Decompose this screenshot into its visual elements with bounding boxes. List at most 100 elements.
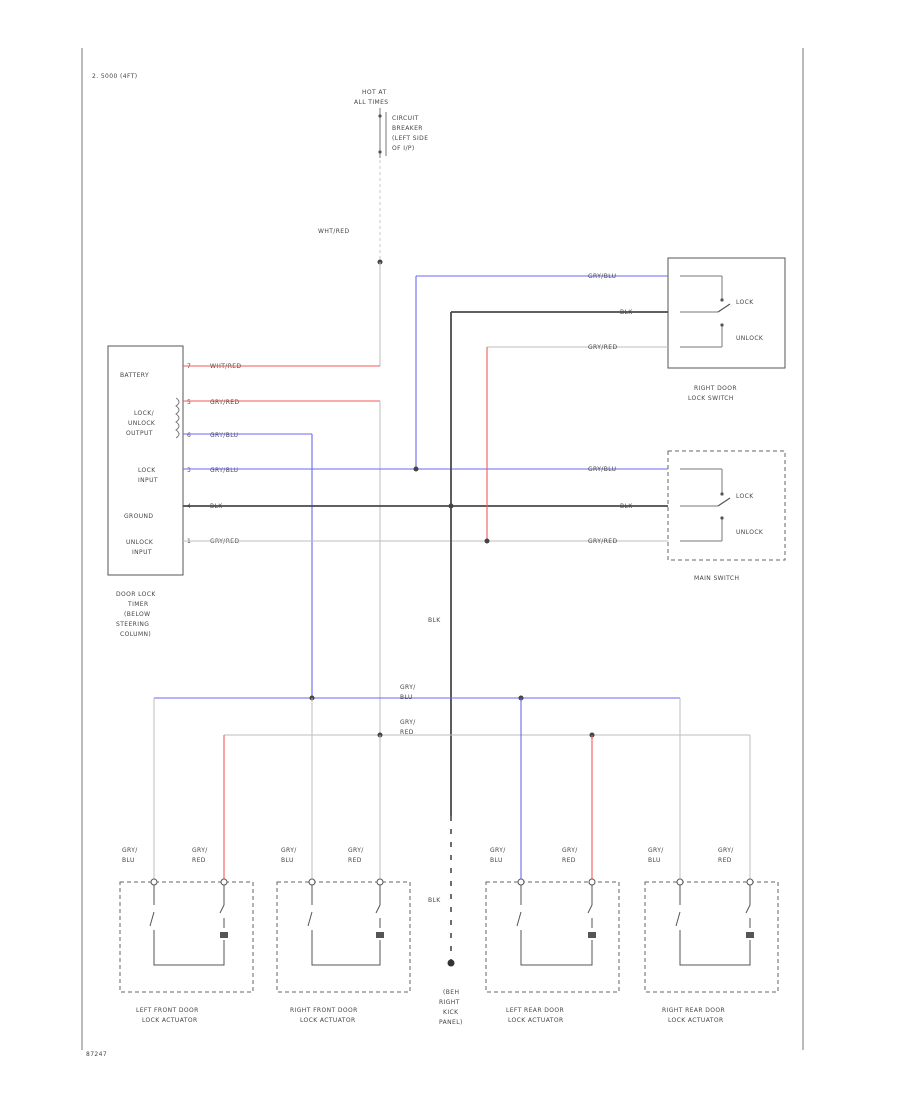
terminal-b xyxy=(376,878,384,886)
actuator-wire-a-1: GRY/ xyxy=(122,847,138,854)
timer-box xyxy=(107,345,184,576)
actuator-wire-a-2: BLU xyxy=(648,857,661,864)
blue-bus-label-2: BLU xyxy=(400,694,413,701)
right-switch-label-unlock: UNLOCK xyxy=(736,335,764,342)
ground-trunk-label: BLK xyxy=(428,617,441,624)
red-bus-label-1: GRY/ xyxy=(400,719,416,726)
right-switch-label-lock: LOCK xyxy=(736,299,754,306)
actuator-solenoid xyxy=(220,932,228,938)
ground-splice-1 xyxy=(448,503,454,509)
actuator-left-rear: GRY/ BLU GRY/ RED LEFT REAR DOOR LOCK AC… xyxy=(485,847,620,1024)
timer-pin-lock-unlock-2: UNLOCK xyxy=(128,420,156,427)
timer-pin-battery: BATTERY xyxy=(120,372,149,379)
wire-label-gry-red-out: GRY/RED xyxy=(210,399,240,406)
actuator-box xyxy=(119,881,254,993)
main-switch-wire-red: GRY/RED xyxy=(588,538,618,545)
breaker-label-2: BREAKER xyxy=(392,125,423,132)
ground-label-lower: BLK xyxy=(428,897,441,904)
actuator-solenoid xyxy=(588,932,596,938)
right-switch-box xyxy=(667,257,786,369)
actuator-caption-2: LOCK ACTUATOR xyxy=(300,1017,356,1024)
right-switch-pin-1 xyxy=(720,298,724,302)
actuator-caption-2: LOCK ACTUATOR xyxy=(142,1017,198,1024)
actuator-wire-a-1: GRY/ xyxy=(648,847,664,854)
actuator-wire-a-1: GRY/ xyxy=(490,847,506,854)
blue-bus-label-1: GRY/ xyxy=(400,684,416,691)
main-switch-pin-2 xyxy=(720,516,724,520)
terminal-a xyxy=(308,878,316,886)
actuator-wire-a-2: BLU xyxy=(122,857,135,864)
timer-caption-4: STEERING xyxy=(116,621,149,628)
breaker-terminal-bottom xyxy=(378,150,382,154)
feed-wire-label: WHT/RED xyxy=(318,228,350,235)
timer-wires: 7 WHT/RED 5 GRY/RED 6 GRY/BLU 3 GRY/BLU … xyxy=(183,363,668,735)
timer-output-bracket xyxy=(175,397,180,439)
main-switch-label-lock: LOCK xyxy=(736,493,754,500)
ground-caption-3: KICK xyxy=(443,1009,459,1016)
timer-caption-5: COLUMN) xyxy=(120,631,151,638)
actuator-wire-b-1: GRY/ xyxy=(192,847,208,854)
terminal-b xyxy=(220,878,228,886)
ground-point xyxy=(447,959,455,967)
actuator-box xyxy=(644,881,779,993)
ground-caption-4: PANEL) xyxy=(439,1019,463,1026)
breaker-terminal-top xyxy=(378,114,382,118)
main-switch-label-unlock: UNLOCK xyxy=(736,529,764,536)
right-switch-wire-red: GRY/RED xyxy=(588,344,618,351)
timer-pin-lock-unlock-3: OUTPUT xyxy=(126,430,153,437)
power-source: HOT AT ALL TIMES CIRCUIT BREAKER (LEFT S… xyxy=(318,89,428,366)
actuator-caption-1: LEFT FRONT DOOR xyxy=(136,1007,199,1014)
main-switch-box xyxy=(667,450,786,561)
wire-label-gry-blu-out: GRY/BLU xyxy=(210,432,238,439)
timer-pin-ground: GROUND xyxy=(124,513,153,520)
door-lock-timer: BATTERY LOCK/ UNLOCK OUTPUT LOCK INPUT G… xyxy=(107,345,184,638)
main-switch: GRY/BLU BLK GRY/RED LOCK UNLOCK MAIN SWI… xyxy=(588,450,786,582)
main-switch-wire-blk: BLK xyxy=(620,503,633,510)
timer-caption-2: TIMER xyxy=(127,601,149,608)
timer-pin-unlock-input-2: INPUT xyxy=(132,549,152,556)
timer-pin-lock-input-2: INPUT xyxy=(138,477,158,484)
red-bus-label-2: RED xyxy=(400,729,414,736)
ground-caption-2: RIGHT xyxy=(439,999,460,1006)
breaker-label-4: OF I/P) xyxy=(392,145,415,152)
right-switch-pin-2 xyxy=(720,323,724,327)
actuator-wire-b-1: GRY/ xyxy=(562,847,578,854)
terminal-a xyxy=(517,878,525,886)
actuator-wire-b-2: RED xyxy=(562,857,576,864)
actuator-box xyxy=(276,881,411,993)
actuator-circuit xyxy=(516,885,593,966)
figure-code: 87247 xyxy=(86,1051,107,1058)
actuator-right-front: GRY/ BLU GRY/ RED RIGHT FRONT DOOR LOCK … xyxy=(276,847,411,1024)
right-switch-caption-2: LOCK SWITCH xyxy=(688,395,734,402)
main-switch-caption: MAIN SWITCH xyxy=(694,575,739,582)
right-switch-lever xyxy=(717,303,731,313)
actuator-bus: GRY/ BLU GRY/ RED xyxy=(153,684,751,880)
actuator-circuit xyxy=(307,885,381,966)
actuator-caption-1: RIGHT REAR DOOR xyxy=(662,1007,725,1014)
ground-caption-1: (BEH xyxy=(443,989,459,996)
actuator-box xyxy=(485,881,620,993)
terminal-b xyxy=(588,878,596,886)
timer-pin-unlock-input-1: UNLOCK xyxy=(126,539,154,546)
hot-label-2: ALL TIMES xyxy=(354,99,389,106)
actuator-caption-2: LOCK ACTUATOR xyxy=(668,1017,724,1024)
main-switch-wire-blu: GRY/BLU xyxy=(588,466,616,473)
breaker-label-3: (LEFT SIDE xyxy=(392,135,428,142)
timer-caption-1: DOOR LOCK xyxy=(116,591,156,598)
actuator-circuit xyxy=(149,885,225,966)
actuator-circuit xyxy=(675,885,751,966)
pin-num-6: 6 xyxy=(187,432,191,439)
right-switch-blu-splice xyxy=(413,466,419,472)
actuator-wire-b-2: RED xyxy=(718,857,732,864)
actuator-caption-2: LOCK ACTUATOR xyxy=(508,1017,564,1024)
ground-trunk: BLK BLK (BEH RIGHT KICK PANEL) xyxy=(428,312,463,1026)
actuator-wire-a-2: BLU xyxy=(490,857,503,864)
actuator-wire-b-1: GRY/ xyxy=(718,847,734,854)
right-switch-wire-blu: GRY/BLU xyxy=(588,273,616,280)
actuator-left-front: GRY/ BLU GRY/ RED LEFT FRONT DOOR LOCK A… xyxy=(119,847,254,1024)
timer-caption-3: (BELOW xyxy=(124,611,150,618)
actuator-solenoid xyxy=(746,932,754,938)
right-switch-red-splice xyxy=(484,538,490,544)
terminal-b xyxy=(746,878,754,886)
